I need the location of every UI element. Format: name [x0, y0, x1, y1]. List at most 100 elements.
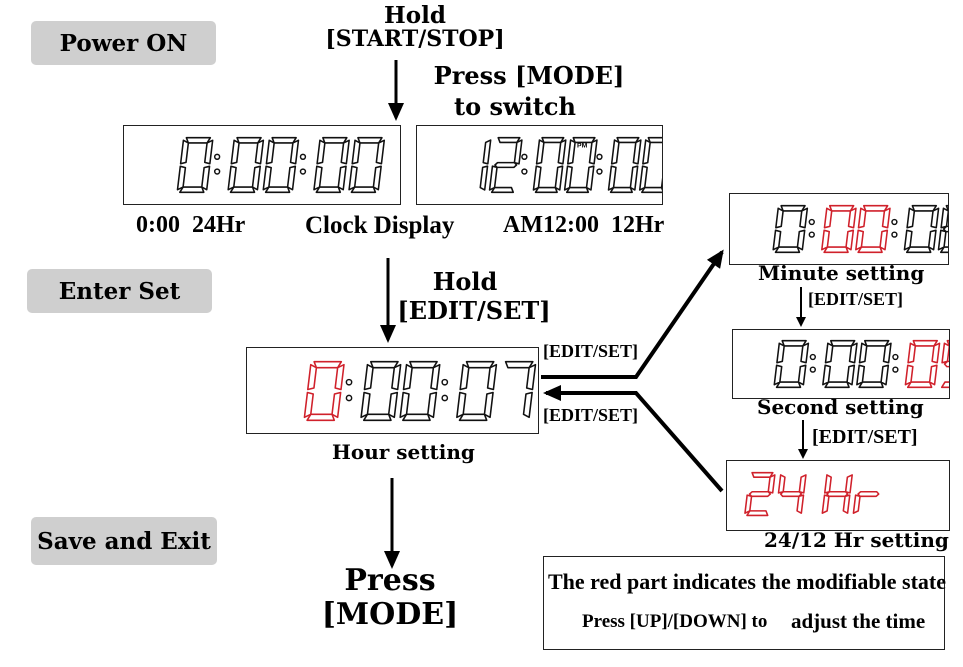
segment-e	[348, 165, 358, 191]
segment-f	[306, 363, 318, 391]
segment-d	[775, 381, 802, 389]
segment-digits-minute	[772, 204, 948, 254]
segment-b	[375, 139, 386, 165]
caption-clock-display: Clock Display	[305, 212, 455, 239]
segment-a	[780, 204, 806, 212]
segment-e	[488, 165, 498, 191]
segment-a	[504, 360, 534, 369]
hour-digit-0	[303, 360, 345, 422]
segment-d	[534, 186, 558, 194]
segment-c	[554, 165, 564, 191]
second-digit-1	[348, 136, 386, 194]
colon-dot	[808, 231, 815, 238]
colon-dot	[213, 168, 221, 175]
segment-b	[557, 139, 567, 165]
segment-e	[773, 364, 783, 386]
colon-dot	[521, 153, 528, 160]
segment-a	[781, 339, 807, 347]
segment-f	[824, 342, 834, 364]
segment-digits-24hr	[176, 136, 386, 194]
segment-d	[565, 186, 590, 194]
hour-digit-0	[176, 136, 214, 194]
caption-24hr: 0:00 24Hr	[136, 212, 246, 238]
second-digit-0	[456, 360, 498, 422]
segment-a	[647, 136, 662, 144]
edit-set-top-branch-text: [EDIT/SET]	[543, 341, 639, 361]
segment-c	[796, 494, 805, 514]
segment-f	[941, 342, 949, 364]
second-digit-1	[504, 360, 537, 419]
edit-set-main-text: [EDIT/SET]	[397, 296, 551, 325]
segment-a	[862, 204, 889, 212]
step-save-exit: Save and Exit	[31, 517, 217, 565]
segment-f	[567, 139, 576, 165]
colon-dot	[892, 366, 899, 373]
second-digit-0	[313, 136, 350, 194]
segment-f	[642, 139, 651, 165]
segment-c	[629, 165, 639, 191]
segment-f	[776, 342, 785, 364]
segment-b	[334, 363, 345, 391]
minute-digit-1	[855, 204, 891, 254]
segment-b	[203, 139, 214, 165]
hold-text-1: Hold	[384, 2, 446, 29]
step-enter-set-label: Enter Set	[58, 277, 181, 305]
segment-c	[928, 364, 938, 386]
segment-b	[525, 363, 537, 391]
segment-d	[906, 381, 933, 389]
format-char-1	[777, 474, 807, 514]
segment-c	[522, 391, 533, 419]
colon-dot	[213, 153, 221, 160]
segment-a	[369, 360, 399, 369]
note-box: The red part indicates the modifiable st…	[543, 556, 947, 650]
segment-g	[779, 490, 803, 498]
segment-e	[313, 165, 323, 191]
segment-f	[459, 363, 470, 391]
colon-dot	[441, 394, 449, 402]
segment-c	[286, 165, 297, 191]
segment-b	[340, 139, 350, 165]
segment-e	[744, 494, 753, 514]
segment-b	[798, 474, 807, 494]
segment-c	[201, 165, 211, 191]
segment-f	[351, 139, 361, 165]
segment-b	[391, 363, 402, 391]
minute-digit-0	[821, 204, 857, 254]
second-digit-1	[638, 136, 662, 194]
step-power-on: Power ON	[31, 21, 216, 65]
segment-f	[179, 139, 190, 165]
segment-a	[829, 339, 856, 347]
segment-b	[881, 207, 891, 229]
segment-e	[852, 494, 861, 514]
segment-d	[306, 413, 336, 422]
segment-c	[387, 391, 399, 419]
segment-d	[229, 186, 256, 194]
display-clock-24hr	[123, 125, 401, 205]
format-char-0	[744, 471, 776, 517]
segment-g	[857, 490, 880, 498]
minute-digit-0	[227, 136, 265, 194]
segment-e	[456, 391, 467, 419]
segment-e	[563, 165, 573, 191]
segment-a	[912, 339, 939, 347]
segment-d	[824, 381, 850, 389]
segment-d	[402, 413, 431, 422]
segment-a	[465, 360, 495, 369]
segment-g	[826, 490, 849, 498]
segment-b	[289, 139, 300, 165]
segment-f	[823, 474, 832, 494]
segment-b	[486, 363, 498, 391]
colon-dot	[808, 218, 815, 226]
colon-dot	[441, 378, 449, 386]
segment-c	[845, 229, 855, 251]
second-digit-0	[903, 204, 940, 254]
segment-b	[767, 474, 776, 494]
segment-e	[176, 165, 187, 191]
colon-dot	[809, 366, 816, 373]
segment-b	[513, 139, 523, 165]
colon-dot	[345, 378, 353, 386]
segment-b	[882, 342, 892, 364]
segment-digits-second	[773, 339, 949, 389]
segment-b	[588, 139, 598, 165]
note-line-1: The red part indicates the modifiable st…	[548, 569, 947, 594]
